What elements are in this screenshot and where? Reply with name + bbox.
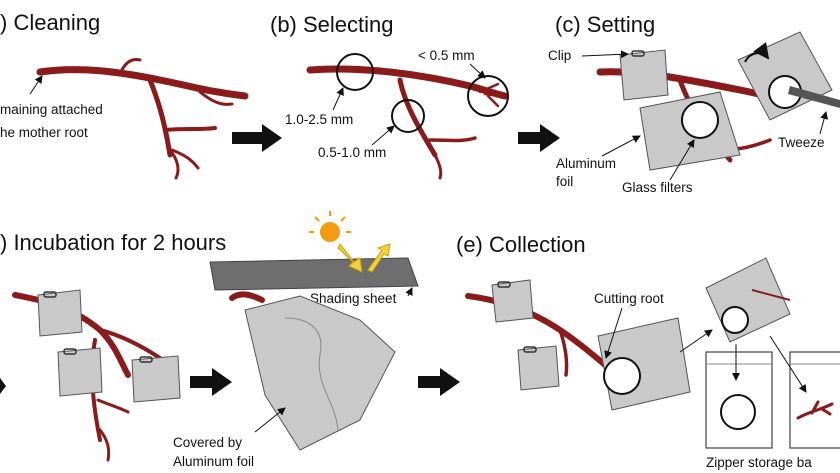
rotate-arrow-icon	[744, 42, 770, 63]
clip-d-3-icon	[139, 356, 153, 363]
root-e-top	[751, 289, 791, 301]
panel-c: (c) Setting Clip Aluminum foil Glass fil…	[548, 12, 840, 195]
arrow-d-mid	[190, 368, 232, 396]
panel-d-title: ) Incubation for 2 hours	[0, 230, 226, 255]
cutting-label: Cutting root	[594, 291, 664, 306]
foil-crease	[284, 317, 339, 431]
shading-label: Shading sheet	[310, 291, 397, 306]
clip-d-2-icon	[63, 348, 77, 355]
arrow-d-e	[418, 368, 460, 396]
panel-a: ) Cleaning maining attached he mother ro…	[0, 10, 249, 180]
light-arrow-icon	[337, 243, 363, 273]
foil-c-small	[619, 49, 669, 101]
select-circle-mid	[391, 99, 425, 133]
panel-c-title: (c) Setting	[555, 12, 655, 37]
panel-b: (b) Selecting < 0.5 mm 1.0-2.5 mm 0.5-1.…	[270, 12, 509, 180]
reflect-arrow-icon	[367, 243, 391, 273]
arrow-a-b	[232, 124, 282, 152]
root-b	[306, 65, 509, 180]
panel-a-note-2: he mother root	[0, 125, 88, 140]
foil-e-top	[705, 257, 791, 343]
clip-e-2-icon	[523, 346, 537, 353]
foil-c-label-1: Aluminum	[556, 156, 616, 171]
arrow-b-c	[518, 124, 560, 152]
clip-label: Clip	[548, 48, 571, 63]
foil-e-2	[517, 345, 560, 391]
panel-e-title: (e) Collection	[456, 232, 586, 257]
bagged-root	[796, 400, 834, 420]
foil-d-2	[57, 347, 103, 397]
foil-d-3	[131, 355, 181, 403]
root-d-covered	[229, 291, 265, 303]
glass-filter-icon	[681, 101, 719, 139]
clip-icon	[631, 50, 645, 57]
size-mid-label: 0.5-1.0 mm	[318, 145, 386, 160]
root-a	[36, 58, 249, 180]
panel-a-note-1: maining attached	[0, 102, 103, 117]
filter-e-top-icon	[721, 306, 749, 334]
tweezers-icon	[788, 86, 840, 108]
size-small-label: < 0.5 mm	[418, 48, 475, 63]
panel-e: (e) Collection Cutting root Zipper stora…	[456, 232, 840, 470]
panel-a-title: ) Cleaning	[0, 10, 100, 35]
covered-label-2: Aluminum foil	[173, 454, 254, 469]
clip-d-1-icon	[43, 291, 57, 298]
foil-c-label-2: foil	[556, 174, 573, 189]
clip-e-1-icon	[497, 281, 511, 288]
covered-label-1: Covered by	[173, 435, 242, 450]
select-circle-small	[467, 75, 509, 117]
bagged-filter-icon	[720, 394, 756, 430]
size-large-label: 1.0-2.5 mm	[285, 112, 353, 127]
panel-d: ) Incubation for 2 hours Shading sheet	[0, 211, 419, 469]
filters-label: Glass filters	[622, 180, 693, 195]
tweezers-label: Tweeze	[778, 135, 825, 150]
shading-sheet	[209, 257, 419, 291]
zipper-label: Zipper storage ba	[706, 455, 812, 470]
filter-e-icon	[603, 357, 641, 395]
foil-d-1	[37, 289, 83, 337]
arrow-into-d	[0, 378, 6, 394]
sun-rays-icon	[309, 211, 351, 233]
sun-icon	[320, 222, 340, 242]
zipper-bag-right	[789, 351, 840, 449]
foil-e-1	[491, 279, 534, 323]
select-circle-large	[336, 53, 374, 91]
panel-b-title: (b) Selecting	[270, 12, 394, 37]
